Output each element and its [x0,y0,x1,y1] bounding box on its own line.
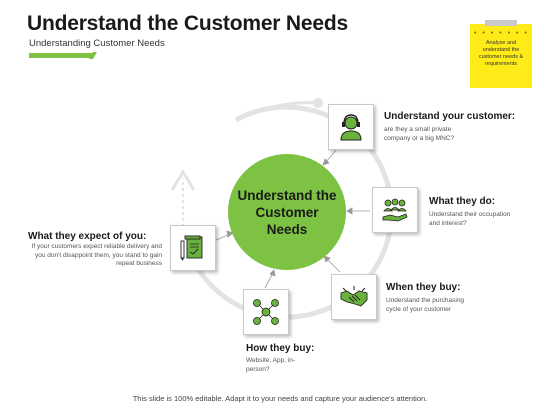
connector-customer [324,147,339,164]
item-title-expect: What they expect of you: [28,231,147,242]
item-title-how-they-buy: How they buy: [246,343,315,354]
item-title-when-they-buy: When they buy: [386,282,461,293]
connector-how-they-buy [264,272,274,289]
sticky-note [470,24,532,88]
ring-join [235,101,319,122]
team-hand-icon [382,198,408,222]
item-title-what-they-do: What they do: [429,196,496,207]
connector-what-they-do-head [346,207,353,215]
icon-box-how-they-buy [243,289,289,335]
item-desc-customer: are they a small private company or a bi… [384,126,455,142]
connector-how-they-buy-head [269,269,276,277]
customer-support-icon [340,114,362,141]
item-desc-how-they-buy: Website, App, in-person? [246,357,296,373]
icon-box-customer [328,104,374,150]
page-subtitle: Understanding Customer Needs [29,38,165,49]
title-underline [29,53,93,58]
document-pen-icon [180,235,203,261]
page-title: Understand the Customer Needs [27,12,348,35]
footer-note: This slide is 100% editable. Adapt it to… [132,394,428,403]
item-desc-expect: If your customers expect reliable delive… [31,243,162,267]
icon-box-when-they-buy [331,274,377,320]
sticky-note-dots: • • • • • • • • • • • [474,30,530,37]
sticky-note-tape [485,20,517,26]
connector-when-they-buy-head [323,255,331,263]
network-people-icon [253,299,279,325]
up-arrow-head [170,169,196,191]
icon-box-what-they-do [372,187,418,233]
item-desc-when-they-buy: Understand the purchasing cycle of your … [386,297,465,313]
sticky-note-text: Analyse and understand the customer need… [478,40,524,67]
connector-when-they-buy [325,257,341,273]
icon-box-expect [170,225,216,271]
center-label: Understand the Customer Needs [237,187,337,237]
item-title-customer: Understand your customer: [384,111,516,122]
item-desc-what-they-do: Understand their occupation and interest… [429,211,511,227]
center-circle: Understand the Customer Needs [228,154,346,270]
connector-customer-head [322,158,330,166]
background-ring [180,104,394,320]
handshake-icon [340,286,368,307]
